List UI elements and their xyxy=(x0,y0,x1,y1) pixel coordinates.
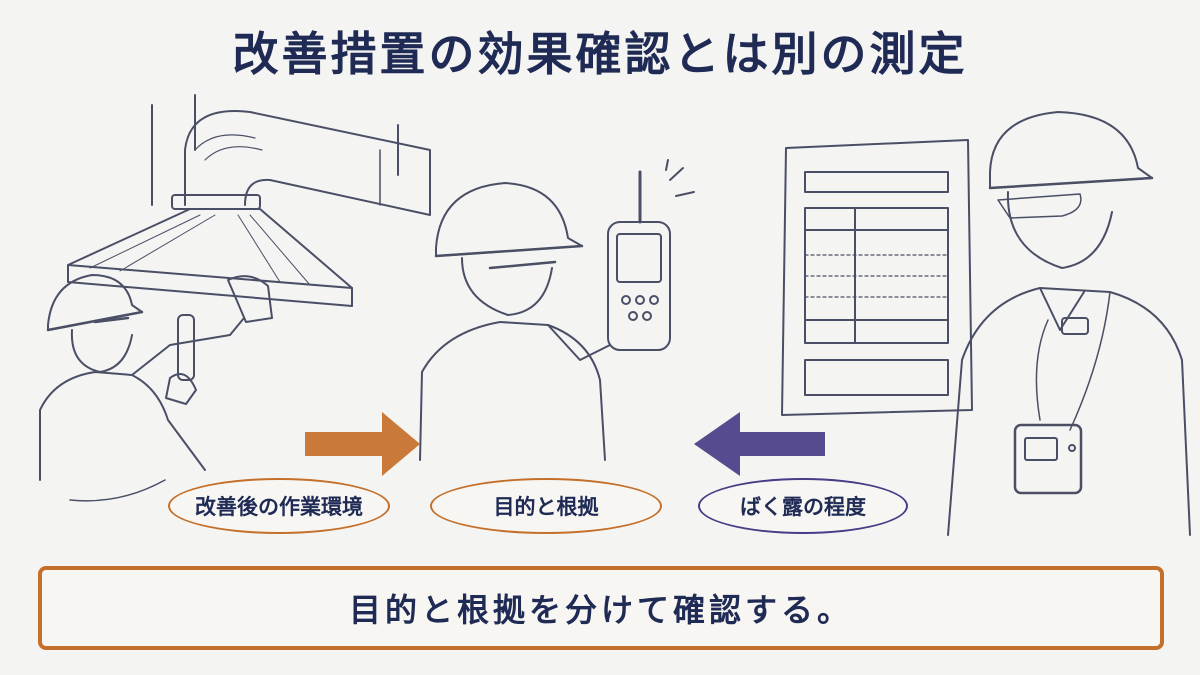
worker-measuring-icon xyxy=(419,159,695,461)
page-title: 改善措置の効果確認とは別の測定 xyxy=(232,27,968,81)
label-work-environment: 改善後の作業環境 xyxy=(168,478,390,534)
summary-banner: 目的と根拠を分けて確認する。 xyxy=(38,566,1164,650)
worker-sampler-icon xyxy=(947,111,1191,536)
label-purpose-basis: 目的と根拠 xyxy=(430,478,662,534)
arrow-left-icon xyxy=(694,412,825,476)
exhaust-hood-icon xyxy=(67,94,431,307)
summary-text: 目的と根拠を分けて確認する。 xyxy=(348,591,853,629)
arrow-right-icon xyxy=(305,412,420,476)
record-sheet-icon xyxy=(781,139,973,416)
label-exposure-level: ばく露の程度 xyxy=(698,478,908,534)
worker-cleaning-icon xyxy=(39,274,273,502)
